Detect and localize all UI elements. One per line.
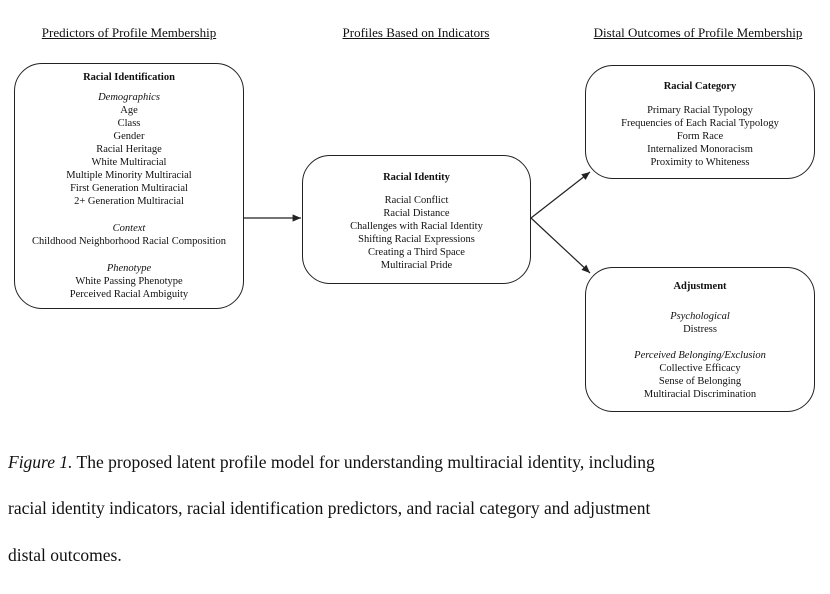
box-title: Adjustment: [673, 281, 727, 292]
list-item: Internalized Monoracism: [647, 144, 753, 155]
list-item: Primary Racial Typology: [647, 105, 753, 116]
list-item: Collective Efficacy: [659, 363, 741, 374]
list-item: Perceived Racial Ambiguity: [69, 289, 189, 300]
header-outcomes: Distal Outcomes of Profile Membership: [593, 25, 803, 40]
list-item: Multiple Minority Multiracial: [66, 170, 192, 181]
list-item: Racial Heritage: [96, 144, 162, 155]
list-item: Distress: [683, 324, 717, 335]
list-item: Multiracial Pride: [380, 260, 453, 271]
caption-line-3: distal outcomes.: [8, 545, 122, 565]
list-item: Sense of Belonging: [658, 376, 742, 387]
list-item: Challenges with Racial Identity: [350, 221, 483, 232]
box-title: Racial Identity: [383, 172, 450, 183]
list-item: Shifting Racial Expressions: [358, 234, 475, 245]
section-label: Phenotype: [106, 263, 152, 274]
caption-text: The proposed latent profile model for un…: [72, 452, 655, 472]
caption-label: Figure 1.: [8, 452, 73, 472]
list-item: White Multiracial: [91, 157, 167, 168]
arrow-identity-to-adjustment: [530, 217, 591, 274]
arrow-identity-to-category: [530, 171, 591, 219]
list-item: Racial Conflict: [384, 195, 449, 206]
list-item: Class: [117, 118, 141, 129]
list-item: 2+ Generation Multiracial: [74, 196, 184, 207]
list-item: Age: [120, 105, 138, 116]
caption-line-1: Figure 1. The proposed latent profile mo…: [8, 452, 655, 473]
section-label: Perceived Belonging/Exclusion: [634, 350, 766, 361]
header-profiles: Profiles Based on Indicators: [342, 25, 490, 40]
section-label: Psychological: [670, 311, 730, 322]
list-item: Multiracial Discrimination: [643, 389, 757, 400]
list-item: Creating a Third Space: [368, 247, 465, 258]
list-item: Childhood Neighborhood Racial Compositio…: [32, 236, 226, 247]
box-title: Racial Identification: [83, 72, 175, 83]
list-item: Frequencies of Each Racial Typology: [621, 118, 779, 129]
section-label: Demographics: [98, 92, 160, 103]
caption-line-2: racial identity indicators, racial ident…: [8, 498, 651, 518]
list-item: First Generation Multiracial: [70, 183, 188, 194]
section-label: Context: [112, 223, 146, 234]
list-item: Proximity to Whiteness: [650, 157, 750, 168]
header-predictors: Predictors of Profile Membership: [41, 25, 217, 40]
list-item: White Passing Phenotype: [75, 276, 183, 287]
list-item: Form Race: [676, 131, 724, 142]
list-item: Racial Distance: [383, 208, 450, 219]
box-title: Racial Category: [663, 81, 737, 92]
list-item: Gender: [113, 131, 145, 142]
